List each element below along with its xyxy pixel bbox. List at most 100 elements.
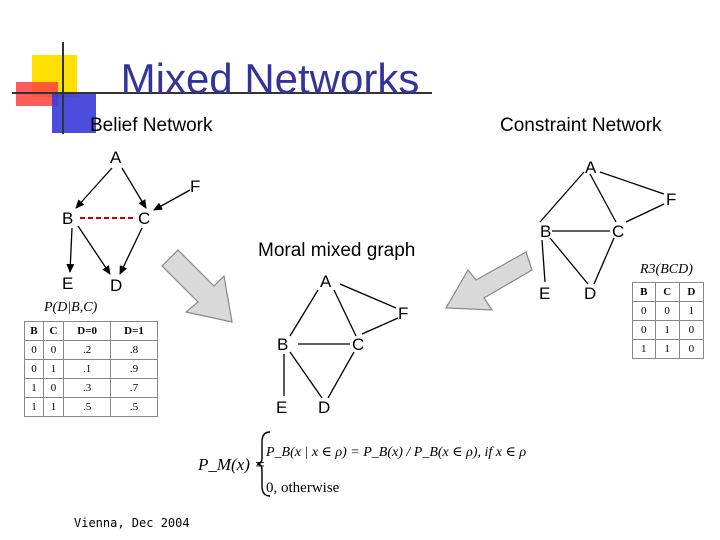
decor-vertical-line: [62, 42, 64, 134]
table-row: 0 1 .1 .9: [24, 359, 158, 379]
moral-graph-heading: Moral mixed graph: [258, 240, 416, 261]
cn-node-f: F: [666, 190, 677, 209]
cn-node-d: D: [584, 284, 597, 303]
bn-node-d: D: [110, 276, 123, 295]
decor-red-square: [16, 82, 58, 106]
table-row: 0 0 .2 .8: [24, 340, 158, 360]
decor-horizontal-line: [12, 92, 432, 94]
edge-b-e: [66, 227, 75, 273]
cpt-cell: .9: [110, 359, 158, 379]
relation-cell: 0: [632, 301, 656, 321]
cpt-header-cell: D=0: [63, 321, 112, 341]
relation-cell: 1: [678, 301, 705, 321]
slide-title: Mixed Networks: [120, 55, 420, 102]
cn-edge-c-f: [625, 203, 665, 223]
cn-edge-a-f: [599, 171, 665, 195]
bn-node-f: F: [190, 177, 201, 196]
bn-node-a: A: [110, 148, 122, 167]
cpt-header-cell: D=1: [110, 321, 158, 341]
mg-edge-a-f: [339, 283, 397, 309]
bn-node-e: E: [62, 274, 74, 293]
relation-header-row: B C D: [632, 282, 705, 302]
relation-caption: R3(BCD): [640, 262, 693, 277]
relation-header-cell: B: [632, 282, 656, 302]
formula-case-1: P_B(x | x ∈ ρ) = P_B(x) / P_B(x ∈ ρ), if…: [266, 445, 527, 460]
cpt-cell: .7: [110, 378, 158, 398]
cn-edge-c-d: [593, 237, 615, 285]
cpt-cell: .5: [63, 397, 112, 417]
formula-lhs: P_M(x) =: [198, 455, 266, 474]
mg-edge-c-d: [327, 351, 355, 399]
relation-header-cell: D: [678, 282, 705, 302]
cn-edge-a-c: [589, 173, 617, 223]
edge-a-b: [75, 167, 113, 209]
belief-network-edges: [66, 167, 191, 275]
cn-node-a: A: [585, 158, 597, 177]
mg-node-a: A: [320, 272, 332, 291]
cpt-cell: 1: [24, 397, 44, 417]
cpt-table: B C D=0 D=1 0 0 .2 .8 0 1 .1 .9 1 0 .3 .…: [24, 321, 158, 417]
cpt-cell: 0: [42, 378, 65, 398]
cpt-header-cell: B: [24, 321, 44, 341]
table-row: 1 1 0: [632, 339, 705, 359]
mg-node-c: C: [352, 335, 365, 354]
formula-brace: [256, 430, 272, 498]
cpt-cell: .3: [63, 378, 112, 398]
mg-node-e: E: [276, 398, 288, 417]
cpt-cell: .1: [63, 359, 112, 379]
cn-node-e: E: [539, 284, 551, 303]
left-big-arrow: [161, 249, 233, 323]
edge-a-c: [121, 167, 147, 209]
bn-node-b: B: [62, 209, 74, 228]
cn-node-c: C: [612, 222, 625, 241]
cpt-header-cell: C: [42, 321, 65, 341]
cpt-cell: .2: [63, 340, 112, 360]
formula-case-2: 0, otherwise: [266, 480, 340, 496]
relation-cell: 0: [678, 339, 705, 359]
mg-edge-c-f: [361, 317, 399, 335]
cpt-cell: .5: [110, 397, 158, 417]
bn-node-c: C: [138, 209, 151, 228]
cn-edge-a-b: [539, 171, 585, 223]
cpt-cell: 1: [24, 378, 44, 398]
cn-node-b: B: [540, 222, 552, 241]
relation-cell: 1: [654, 339, 680, 359]
relation-cell: 0: [632, 320, 656, 340]
mg-edge-a-c: [333, 289, 357, 337]
table-row: 0 1 0: [632, 320, 705, 340]
cpt-cell: 0: [24, 340, 44, 360]
edge-f-c: [153, 189, 191, 211]
cpt-cell: .8: [110, 340, 158, 360]
moral-graph-edges: [283, 283, 399, 399]
cpt-cell: 1: [42, 359, 65, 379]
constraint-network-heading: Constraint Network: [500, 115, 662, 136]
cpt-caption: P(D|B,C): [44, 300, 98, 315]
cpt-cell: 0: [24, 359, 44, 379]
relation-cell: 1: [632, 339, 656, 359]
cpt-header-row: B C D=0 D=1: [24, 321, 158, 341]
table-row: 1 1 .5 .5: [24, 397, 158, 417]
relation-table: B C D 0 0 1 0 1 0 1 1 0: [632, 282, 705, 359]
relation-cell: 0: [654, 301, 680, 321]
relation-header-cell: C: [654, 282, 680, 302]
mg-edge-b-d: [289, 351, 323, 399]
mg-node-d: D: [318, 398, 331, 417]
cn-edge-b-e: [541, 239, 546, 283]
decor-blue-square: [52, 93, 96, 133]
belief-network-heading: Belief Network: [90, 115, 213, 136]
table-row: 1 0 .3 .7: [24, 378, 158, 398]
constraint-network-edges: [539, 171, 665, 285]
cn-edge-b-d: [549, 237, 589, 285]
relation-cell: 0: [678, 320, 705, 340]
right-big-arrow: [444, 251, 533, 311]
edge-c-d: [119, 227, 143, 275]
cpt-cell: 0: [42, 340, 65, 360]
mg-edge-a-b: [289, 289, 319, 337]
table-row: 0 0 1: [632, 301, 705, 321]
cpt-cell: 1: [42, 397, 65, 417]
mg-node-b: B: [277, 335, 289, 354]
footer-text: Vienna, Dec 2004: [74, 516, 190, 530]
mg-node-f: F: [398, 304, 409, 323]
edge-b-d: [77, 225, 111, 275]
